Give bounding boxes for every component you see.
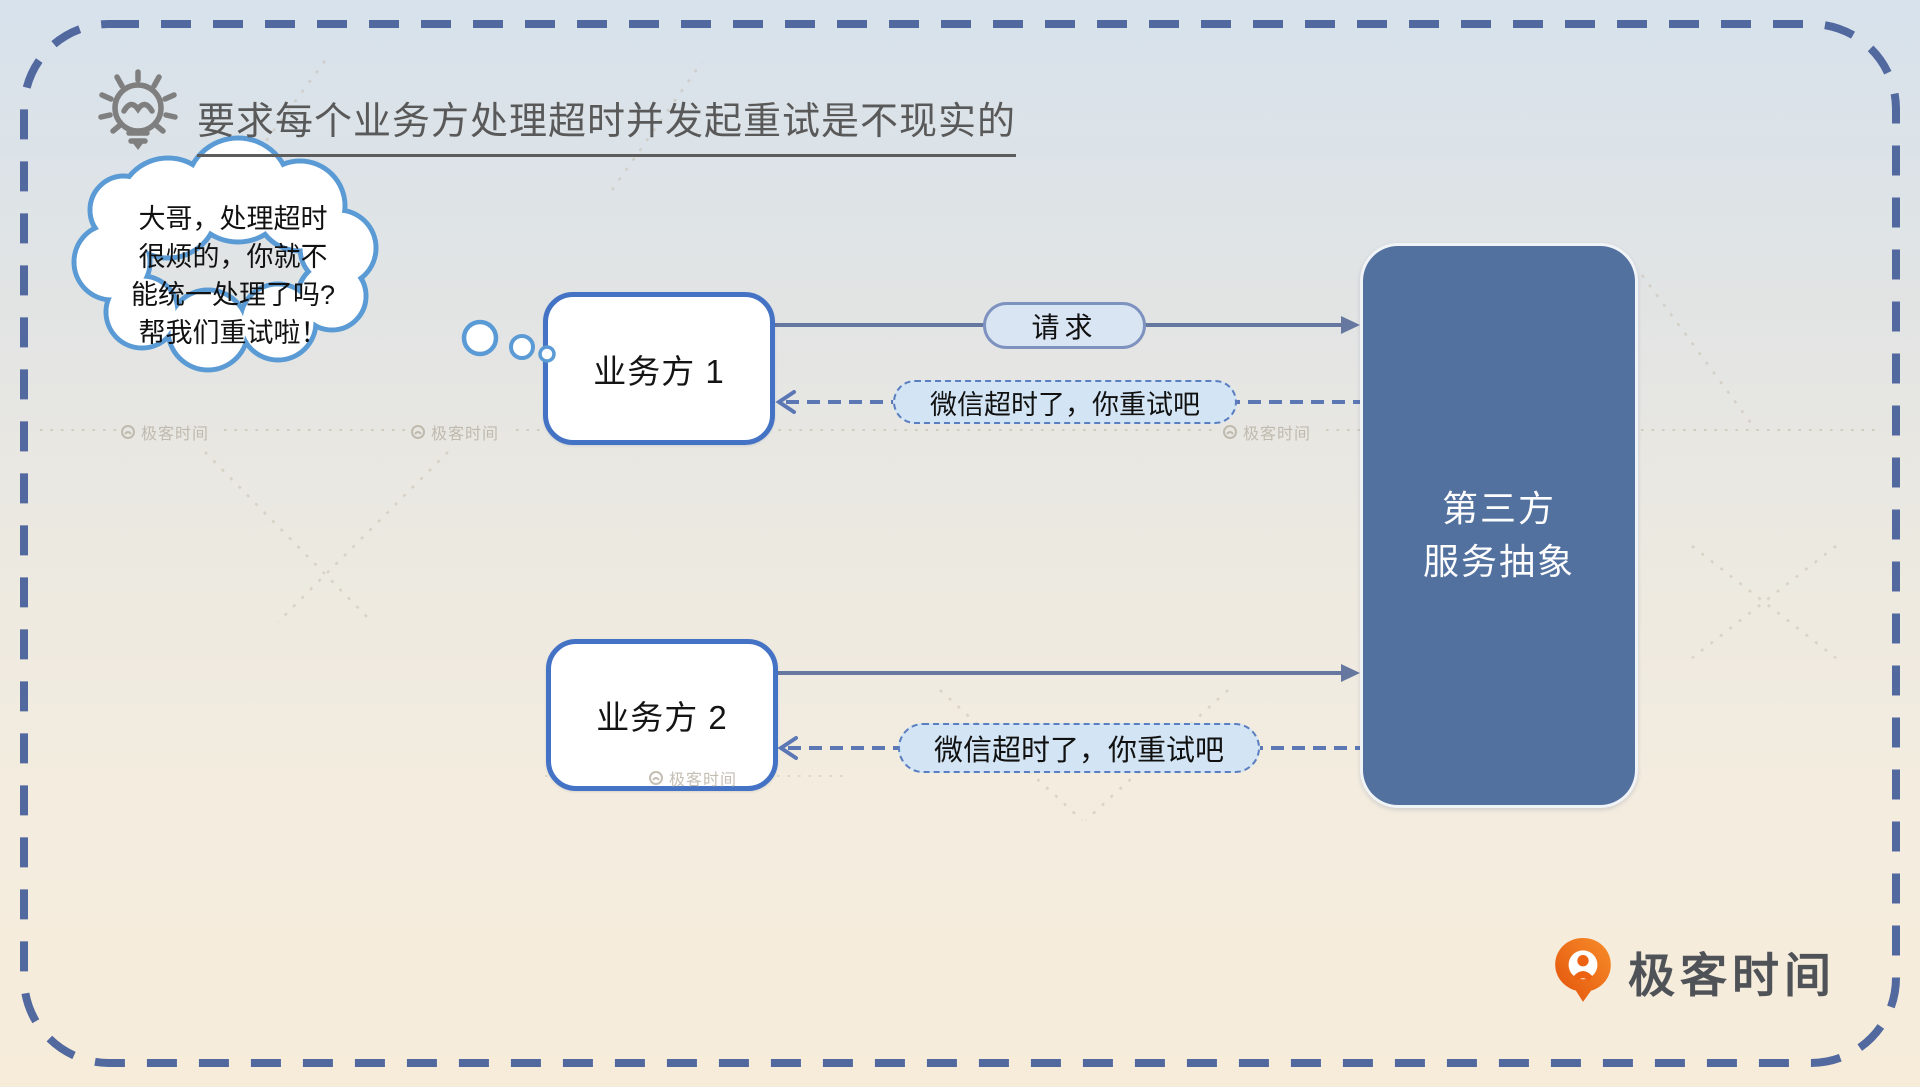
node-service-2-label: 业务方 2	[596, 699, 728, 736]
page-title: 要求每个业务方处理超时并发起重试是不现实的	[197, 90, 1017, 157]
watermark-logo-icon	[649, 771, 663, 785]
request-label-pill: 请求	[983, 302, 1146, 349]
request-label: 请求	[1031, 311, 1098, 343]
node-service-1-label: 业务方 1	[593, 352, 725, 390]
watermark-logo-icon	[121, 425, 135, 439]
thought-cloud-text: 大哥，处理超时 很烦的，你就不 能统一处理了吗? 帮我们重试啦！	[103, 200, 363, 356]
watermark-text: 极客时间	[141, 426, 210, 443]
watermark-text: 极客时间	[669, 772, 738, 789]
lightbulb-icon	[88, 64, 188, 164]
watermark-text: 极客时间	[1243, 426, 1312, 443]
request-arrow-2	[778, 664, 1360, 682]
watermark-logo-icon	[411, 425, 425, 439]
node-service-1: 业务方 1	[543, 292, 775, 445]
timeout-label-1: 微信超时了，你重试吧	[930, 389, 1200, 420]
cloud-line-1: 大哥，处理超时	[138, 204, 328, 234]
geektime-pin-icon	[1555, 938, 1611, 1002]
brand-logo: 极客时间	[1552, 936, 1836, 1006]
third-party-label-line-2: 服务抽象	[1422, 540, 1575, 582]
cloud-line-4: 帮我们重试啦！	[138, 318, 328, 348]
node-third-party-service: 第三方 服务抽象	[1360, 243, 1638, 808]
watermark: 极客时间	[1222, 420, 1311, 444]
timeout-label-pill-2: 微信超时了，你重试吧	[898, 723, 1260, 773]
watermark-text: 极客时间	[431, 426, 500, 443]
timeout-label-pill-1: 微信超时了，你重试吧	[893, 380, 1237, 424]
timeout-label-2: 微信超时了，你重试吧	[933, 735, 1224, 767]
watermark: 极客时间	[648, 766, 737, 790]
title-row: 要求每个业务方处理超时并发起重试是不现实的	[197, 90, 1017, 157]
cloud-line-2: 很烦的，你就不	[138, 242, 328, 272]
cloud-line-3: 能统一处理了吗?	[130, 280, 336, 310]
watermark: 极客时间	[120, 420, 209, 444]
third-party-label-line-1: 第三方	[1441, 487, 1556, 529]
brand-name: 极客时间	[1628, 948, 1836, 1002]
watermark: 极客时间	[410, 420, 499, 444]
watermark-logo-icon	[1223, 425, 1237, 439]
node-service-2: 业务方 2	[546, 639, 778, 791]
